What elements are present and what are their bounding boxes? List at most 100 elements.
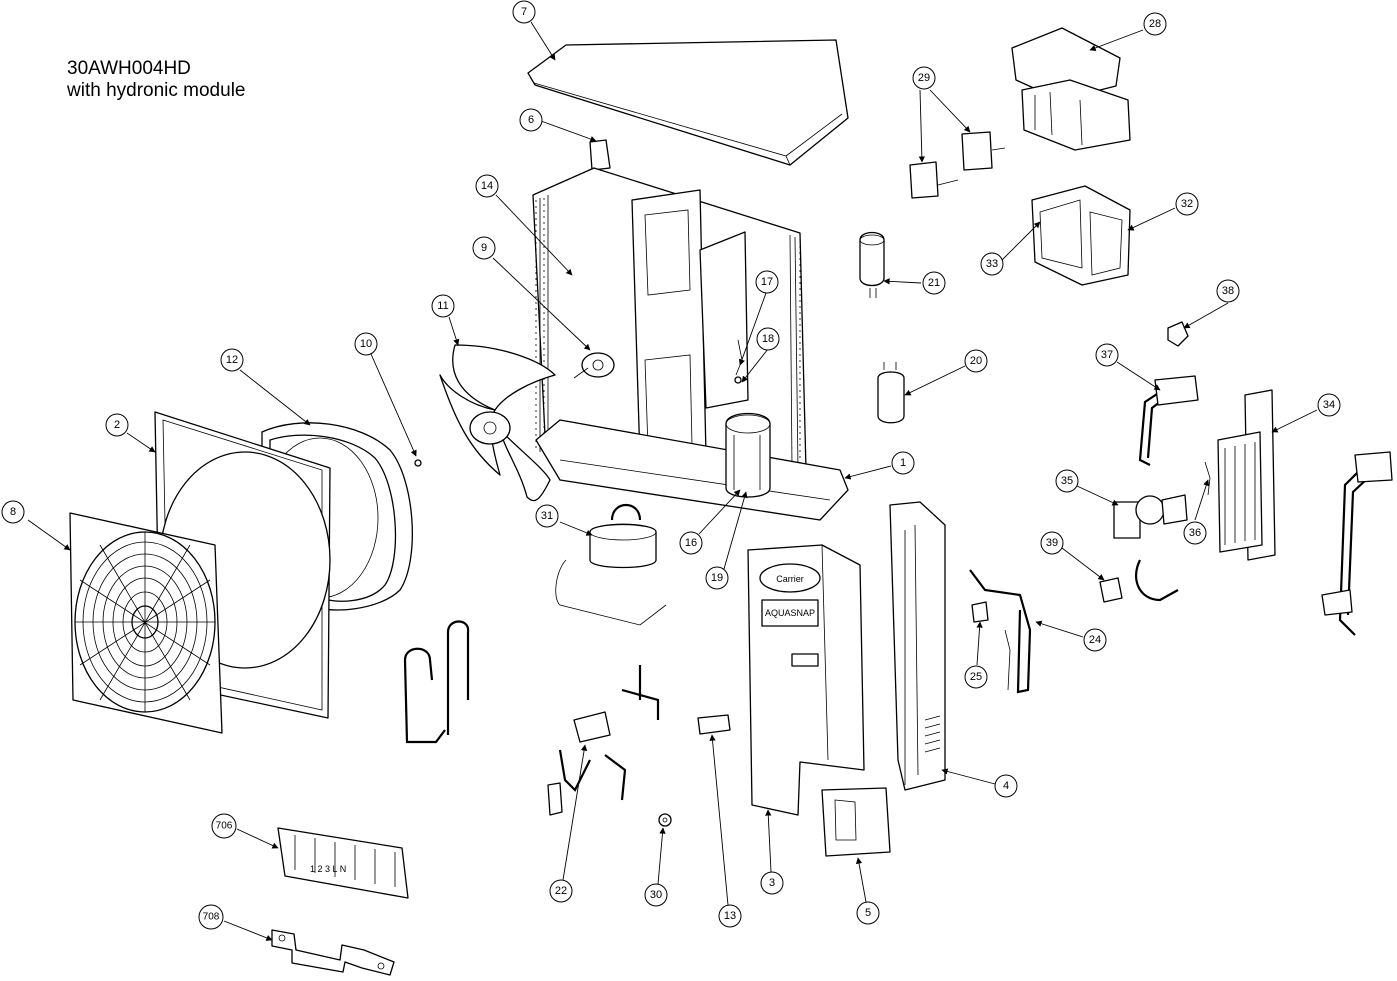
svg-text:31: 31: [541, 510, 553, 522]
callout-24: 24: [1083, 628, 1107, 652]
callout-708: 708: [198, 904, 224, 930]
callout-10: 10: [354, 332, 378, 356]
flow-sensor-part: [1204, 461, 1211, 496]
svg-text:34: 34: [1323, 399, 1335, 411]
callout-7: 7: [512, 0, 536, 24]
service-panel-part: Carrier AQUASNAP: [747, 544, 865, 816]
svg-text:17: 17: [761, 276, 773, 288]
svg-text:708: 708: [203, 912, 220, 923]
handle-part: [697, 714, 731, 735]
callout-25: 25: [964, 665, 988, 689]
valve-cover-part: [821, 787, 891, 857]
svg-text:32: 32: [1181, 198, 1193, 210]
svg-text:33: 33: [986, 258, 998, 270]
callout-6: 6: [519, 108, 543, 132]
diagram-title-block: 30AWH004HD with hydronic module: [67, 58, 245, 102]
callout-28: 28: [1143, 12, 1167, 36]
electrical-box-part: [1011, 27, 1131, 151]
svg-text:4: 4: [1003, 780, 1009, 792]
bracket-part: [589, 139, 611, 171]
callout-14: 14: [475, 174, 499, 198]
callout-12: 12: [220, 348, 244, 372]
propeller-fan-part: [439, 344, 556, 502]
svg-text:2: 2: [114, 419, 120, 431]
callout-33: 33: [980, 252, 1004, 276]
side-panel-part: [889, 501, 946, 791]
svg-text:11: 11: [437, 300, 448, 312]
mounting-bracket-part: [271, 929, 395, 976]
callout-1: 1: [891, 451, 915, 475]
callout-30: 30: [644, 883, 668, 907]
product-label: AQUASNAP: [765, 608, 815, 618]
svg-text:36: 36: [1189, 527, 1201, 539]
drain-fitting-part: [1099, 559, 1179, 603]
callout-706: 706: [211, 813, 237, 839]
hairpin-tube-parts: [403, 620, 470, 744]
svg-text:28: 28: [1149, 18, 1161, 30]
svg-text:37: 37: [1101, 349, 1113, 361]
callout-2: 2: [105, 413, 129, 437]
svg-text:8: 8: [10, 506, 16, 518]
compressor-part: [725, 412, 771, 498]
grommet-part: [658, 813, 672, 827]
callout-13: 13: [718, 904, 742, 928]
callout-21: 21: [922, 271, 946, 295]
callout-9: 9: [472, 236, 496, 260]
water-pipe-part: [1138, 375, 1199, 466]
svg-text:16: 16: [685, 537, 697, 549]
terminal-block-part: 1 2 3 L N: [277, 827, 409, 899]
callout-36: 36: [1183, 521, 1207, 545]
callout-4: 4: [994, 774, 1018, 798]
fan-motor-part: [573, 352, 615, 379]
water-pump-part: [1113, 494, 1188, 539]
callout-29: 29: [912, 66, 936, 90]
plate-heat-exchanger-part: [1217, 389, 1276, 561]
top-cover-part: [527, 39, 849, 166]
fan-guard-grille-part: [69, 512, 223, 734]
svg-text:5: 5: [865, 907, 871, 919]
callout-22: 22: [549, 879, 573, 903]
svg-text:6: 6: [528, 114, 534, 126]
callout-34: 34: [1317, 393, 1341, 417]
svg-text:9: 9: [481, 242, 487, 254]
svg-text:38: 38: [1222, 285, 1234, 297]
chassis-part: [532, 167, 849, 521]
model-title: 30AWH004HD: [67, 58, 191, 79]
svg-text:3: 3: [769, 877, 775, 889]
svg-text:22: 22: [555, 885, 567, 897]
callout-17: 17: [755, 270, 779, 294]
transformer-parts: [909, 131, 1006, 199]
callout-8: 8: [1, 500, 25, 524]
svg-text:13: 13: [724, 910, 736, 922]
svg-text:7: 7: [521, 6, 527, 18]
drain-heater-part: [555, 504, 667, 626]
svg-text:14: 14: [481, 180, 493, 192]
terminal-labels: 1 2 3 L N: [310, 864, 346, 874]
capacitor-part: [859, 231, 885, 298]
callout-38: 38: [1216, 279, 1240, 303]
valve-assembly-part: [547, 665, 660, 816]
callout-37: 37: [1095, 343, 1119, 367]
outlet-pipe-part: [1321, 451, 1393, 636]
svg-text:20: 20: [970, 355, 982, 367]
brand-label: Carrier: [776, 574, 804, 584]
callout-31: 31: [535, 504, 559, 528]
callout-35: 35: [1055, 469, 1079, 493]
callout-32: 32: [1175, 192, 1199, 216]
svg-text:29: 29: [918, 72, 930, 84]
receiver-part: [877, 362, 905, 424]
svg-text:39: 39: [1046, 537, 1058, 549]
svg-text:35: 35: [1061, 475, 1073, 487]
svg-text:12: 12: [226, 354, 238, 366]
callout-18: 18: [756, 327, 780, 351]
screw-part: [414, 459, 422, 467]
svg-text:21: 21: [928, 277, 940, 289]
svg-text:1: 1: [900, 457, 906, 469]
model-subtitle: with hydronic module: [67, 80, 246, 101]
svg-text:19: 19: [711, 572, 723, 584]
svg-text:18: 18: [762, 333, 774, 345]
callout-39: 39: [1040, 531, 1064, 555]
svg-text:25: 25: [970, 671, 982, 683]
air-vent-part: [1167, 321, 1189, 347]
